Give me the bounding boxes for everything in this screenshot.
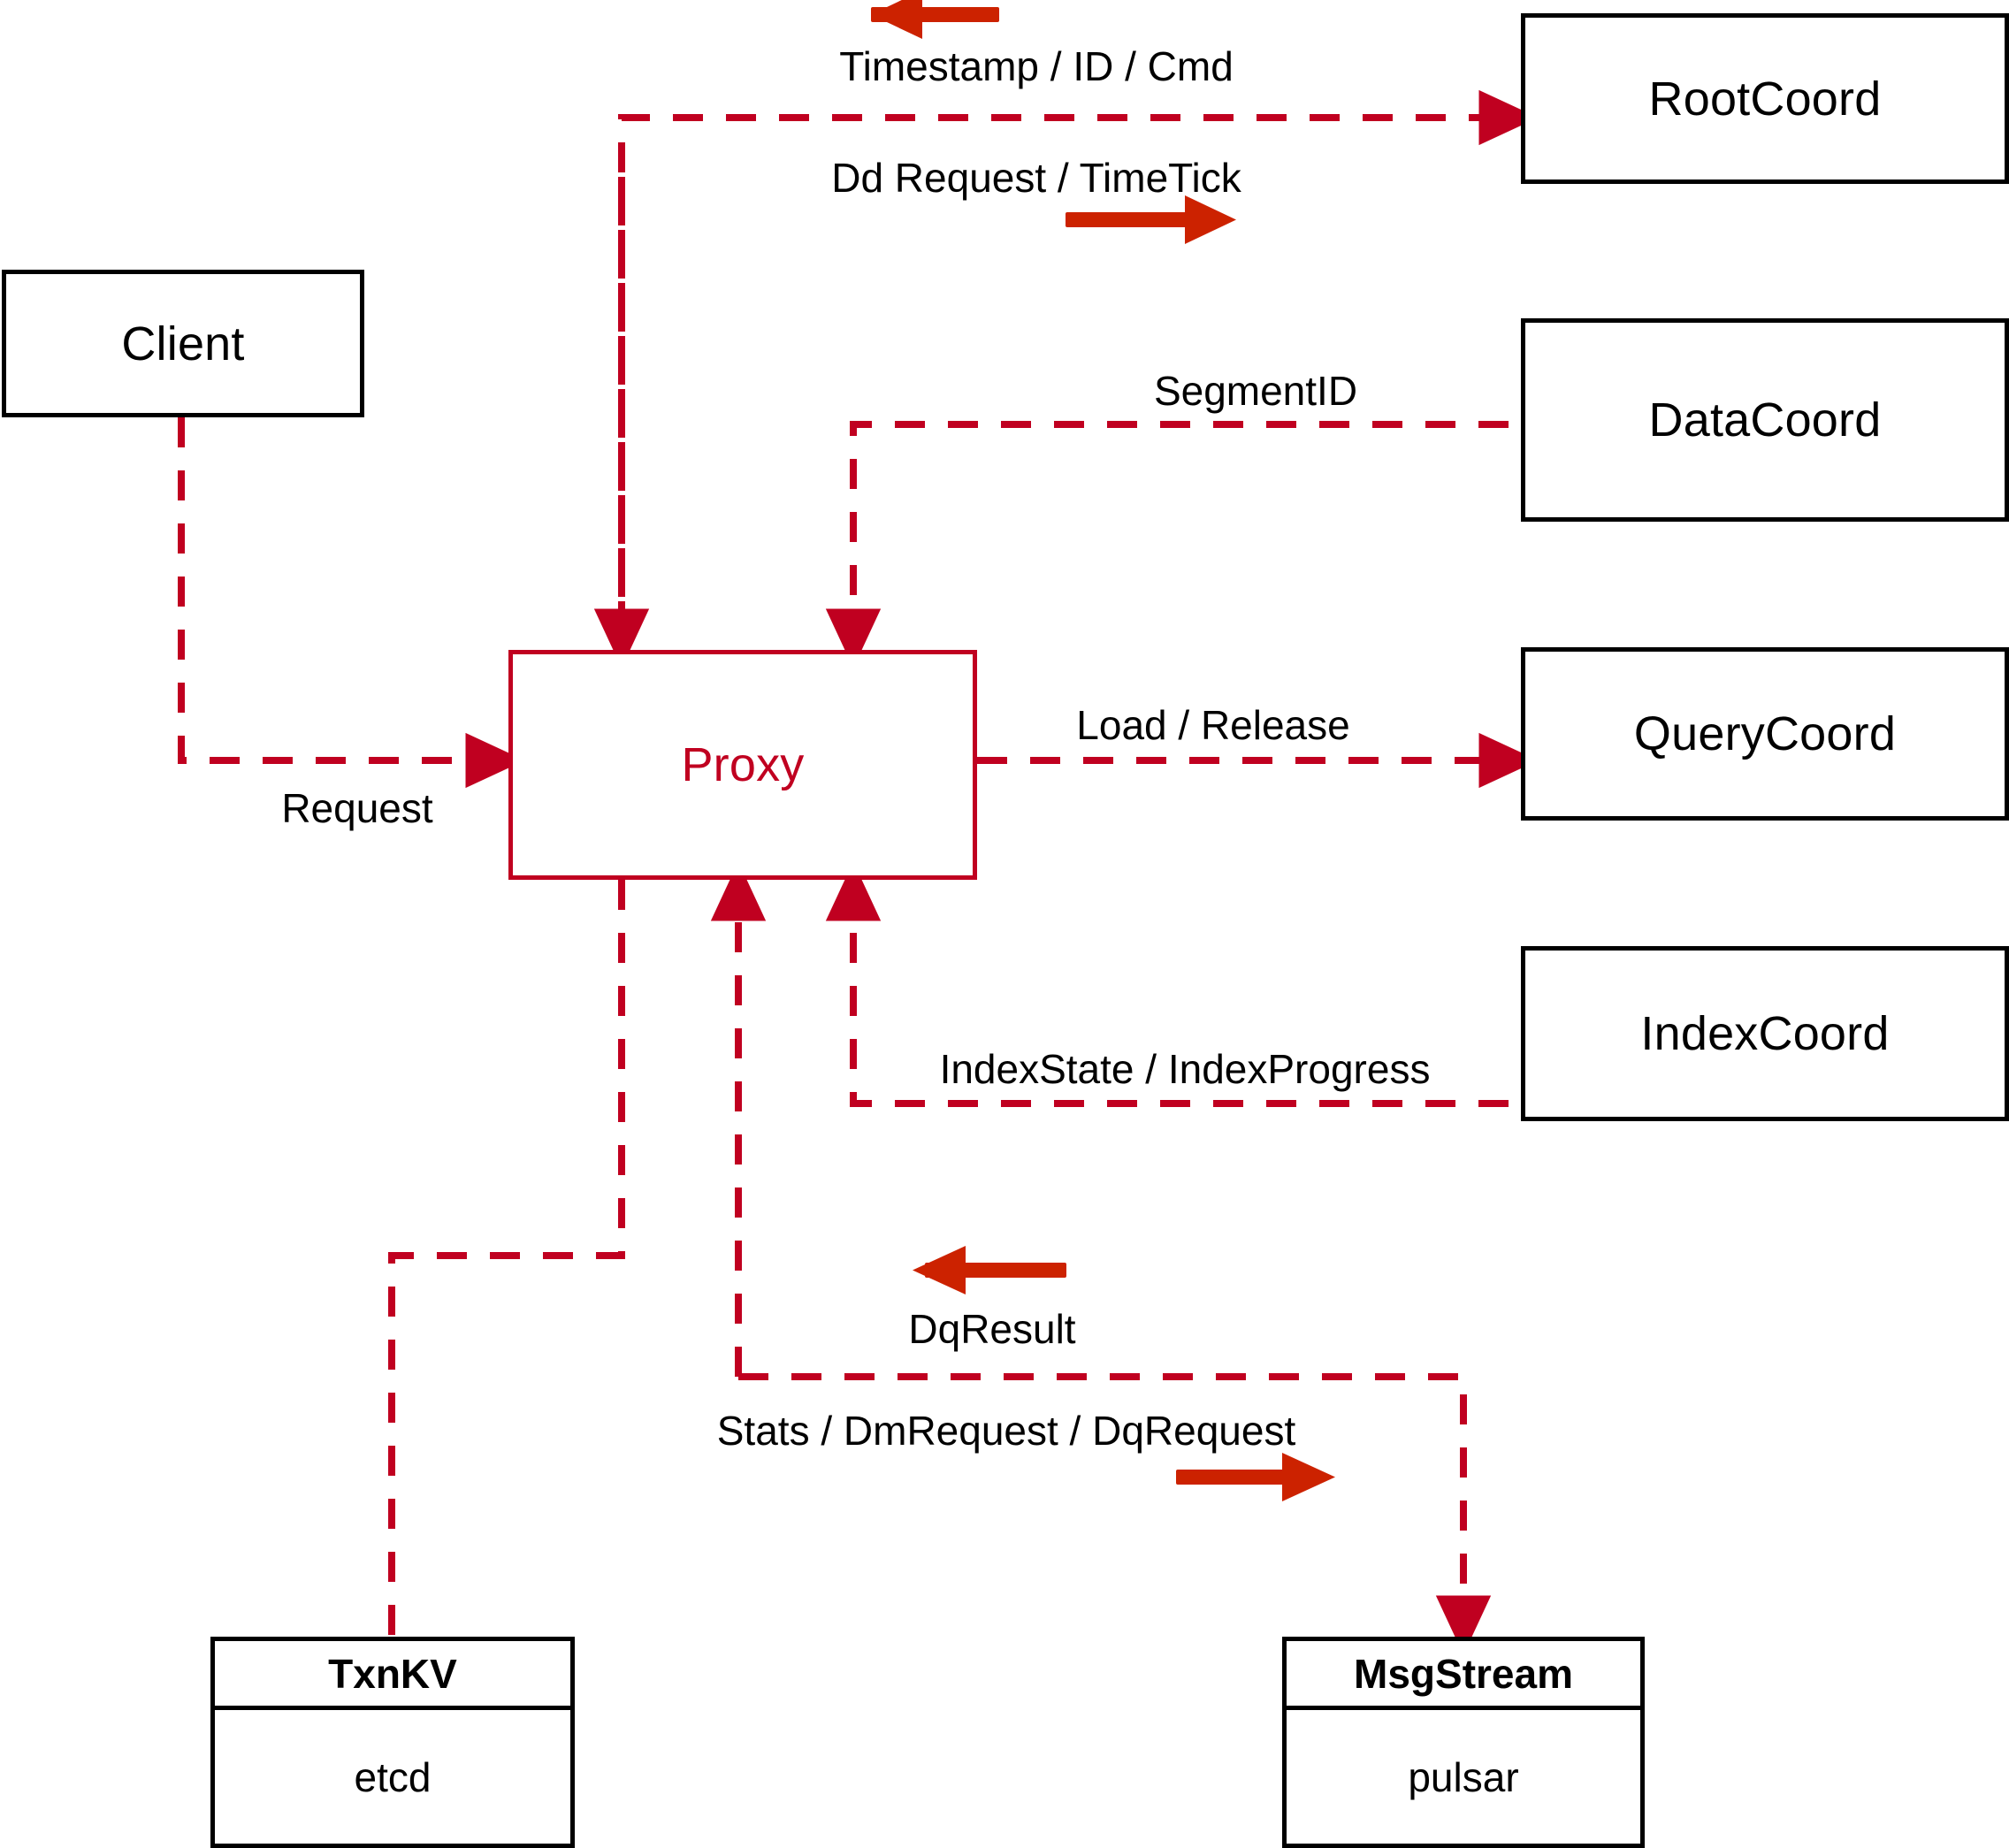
edge-label-index-state-progress: IndexState / IndexProgress [939, 1046, 1431, 1092]
wire-proxy-to-txnkv [388, 880, 625, 1637]
timestamp-id-cmd-arrow-icon [871, 0, 999, 39]
node-index-coord-label: IndexCoord [1640, 1007, 1890, 1060]
node-proxy[interactable]: Proxy [508, 650, 977, 880]
node-root-coord-label: RootCoord [1648, 72, 1882, 126]
store-msg-stream-header: MsgStream [1287, 1641, 1640, 1710]
node-proxy-label: Proxy [681, 738, 805, 791]
edge-label-timestamp-id-cmd: Timestamp / ID / Cmd [839, 43, 1234, 89]
store-msg-stream-title: MsgStream [1354, 1650, 1573, 1697]
edge-label-dd-request-timetick: Dd Request / TimeTick [831, 155, 1241, 201]
edge-label-request: Request [281, 785, 433, 831]
store-txn-kv-body: etcd [215, 1710, 570, 1844]
store-txn-kv[interactable]: TxnKV etcd [210, 1637, 575, 1848]
store-txn-kv-impl: etcd [354, 1753, 432, 1800]
dqresult-arrow-icon [913, 1246, 1066, 1294]
wire-datacoord-to-proxy [825, 421, 1509, 668]
edge-label-dq-result: DqResult [908, 1306, 1076, 1352]
store-msg-stream[interactable]: MsgStream pulsar [1282, 1637, 1645, 1848]
wire-client-to-proxy [178, 417, 525, 789]
node-root-coord[interactable]: RootCoord [1521, 13, 2009, 184]
node-query-coord[interactable]: QueryCoord [1521, 647, 2009, 821]
store-msg-stream-body: pulsar [1287, 1710, 1640, 1844]
node-data-coord-label: DataCoord [1648, 393, 1882, 447]
dd-request-timetick-arrow-icon [1066, 195, 1236, 244]
node-client-label: Client [121, 317, 245, 370]
store-txn-kv-header: TxnKV [215, 1641, 570, 1710]
node-index-coord[interactable]: IndexCoord [1521, 946, 2009, 1121]
node-client[interactable]: Client [2, 270, 364, 417]
edge-label-segment-id: SegmentID [1153, 368, 1358, 414]
edge-label-stats-dm-dq-request: Stats / DmRequest / DqRequest [716, 1408, 1296, 1454]
store-txn-kv-title: TxnKV [328, 1650, 457, 1697]
node-query-coord-label: QueryCoord [1633, 707, 1897, 760]
node-data-coord[interactable]: DataCoord [1521, 318, 2009, 522]
edge-label-load-release: Load / Release [1076, 702, 1350, 748]
stats-dmrequest-dqrequest-arrow-icon [1176, 1453, 1335, 1501]
store-msg-stream-impl: pulsar [1408, 1753, 1519, 1800]
